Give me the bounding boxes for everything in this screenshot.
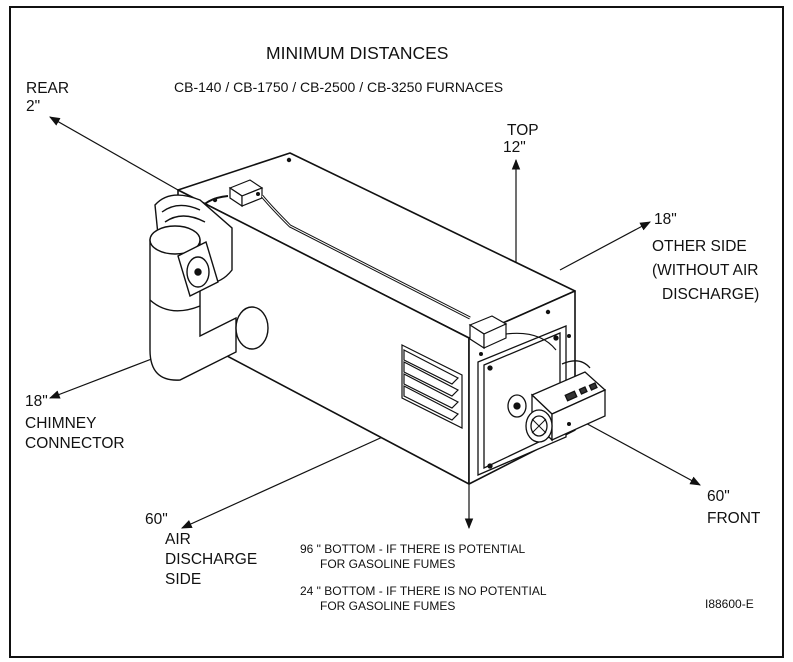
chimney-label-2: CONNECTOR xyxy=(25,435,125,452)
air-discharge-label-2: DISCHARGE xyxy=(165,551,258,568)
chimney-arrow xyxy=(48,354,163,399)
chimney-label-1: CHIMNEY xyxy=(25,415,97,432)
top-label: TOP xyxy=(507,122,539,139)
rear-arrow xyxy=(49,116,179,191)
cabinet-screws xyxy=(212,157,571,426)
bottom-note-2-line-2: FOR GASOLINE FUMES xyxy=(320,599,456,613)
rear-distance: 2" xyxy=(26,98,41,115)
air-discharge-arrow xyxy=(181,429,399,529)
bottom-note-2-line-1: 24 " BOTTOM - IF THERE IS NO POTENTIAL xyxy=(300,584,547,598)
other-side-arrow xyxy=(559,221,651,271)
top-distance: 12" xyxy=(503,139,526,156)
page-title: MINIMUM DISTANCES xyxy=(266,43,449,63)
air-discharge-label-3: SIDE xyxy=(165,571,202,588)
air-discharge-distance: 60" xyxy=(145,511,168,528)
air-discharge-label-1: AIR xyxy=(165,531,191,548)
rear-label: REAR xyxy=(26,80,70,97)
diagram-frame xyxy=(9,6,784,658)
wiring-harness xyxy=(195,179,557,351)
front-label: FRONT xyxy=(707,510,761,527)
other-side-label-1: OTHER SIDE xyxy=(652,238,747,255)
page-subtitle: CB-140 / CB-1750 / CB-2500 / CB-3250 FUR… xyxy=(174,79,504,95)
bottom-note-1-line-2: FOR GASOLINE FUMES xyxy=(320,557,456,571)
front-distance: 60" xyxy=(707,488,730,505)
chimney-distance: 18" xyxy=(25,393,48,410)
burner-assembly xyxy=(507,360,607,443)
figure-id: I88600-E xyxy=(705,597,754,611)
bottom-note-1-line-1: 96 " BOTTOM - IF THERE IS POTENTIAL xyxy=(300,542,526,556)
air-discharge-louvers xyxy=(401,344,463,429)
chimney-connector xyxy=(149,194,269,381)
other-side-label-2: (WITHOUT AIR xyxy=(652,262,759,279)
other-side-distance: 18" xyxy=(654,211,677,228)
other-side-label-3: DISCHARGE) xyxy=(662,286,760,303)
front-arrow xyxy=(579,419,701,486)
